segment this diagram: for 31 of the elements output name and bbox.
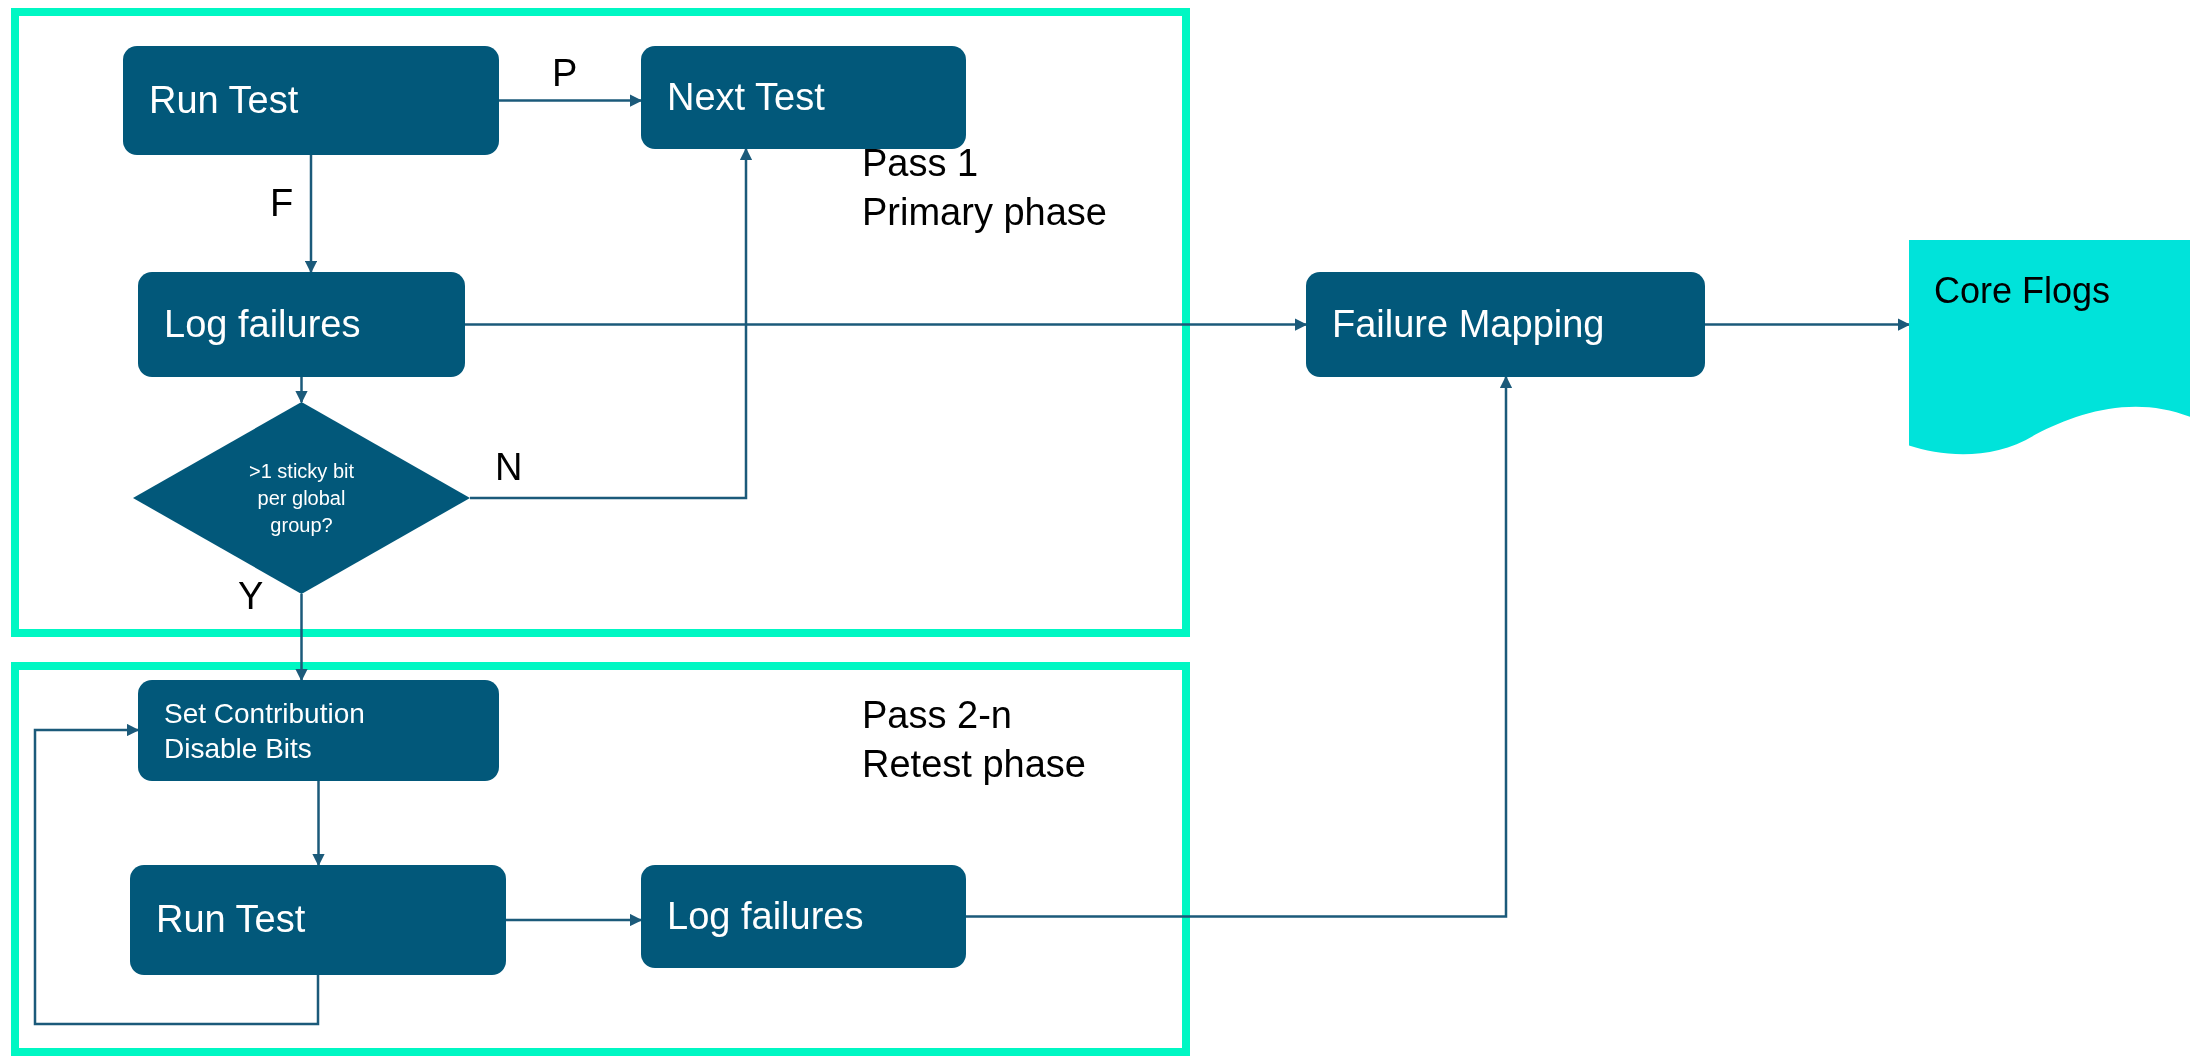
process-box — [138, 680, 499, 781]
process-box — [138, 272, 465, 377]
arrow — [295, 377, 308, 404]
process-label: Log failures — [667, 894, 864, 937]
process-box — [130, 865, 506, 975]
process-box — [641, 46, 966, 149]
process-label: Set Contribution Disable Bits — [164, 697, 365, 764]
phase-group-frame — [11, 8, 1190, 637]
arrow — [499, 94, 643, 107]
arrow — [1705, 318, 1911, 331]
process-label: Failure Mapping — [1332, 302, 1605, 345]
phase-label: Pass 2-n Retest phase — [862, 693, 1087, 788]
arrow — [470, 147, 753, 500]
process-box — [123, 46, 499, 155]
phase-label: Pass 1 Primary phase — [862, 141, 1108, 236]
arrow — [465, 318, 1308, 331]
decision-label: >1 sticky bit per global group? — [248, 459, 354, 536]
process-label: Next Test — [667, 75, 825, 118]
arrow — [33, 723, 320, 1026]
phase-group-frame — [11, 662, 1190, 1056]
document-label: Core Flogs — [1934, 270, 2111, 311]
arrow — [506, 913, 643, 927]
arrow — [966, 375, 1513, 918]
process-label: Run Test — [149, 78, 299, 121]
arrow — [295, 594, 308, 682]
arrow — [304, 155, 318, 274]
process-box — [641, 865, 966, 968]
process-label: Run Test — [156, 898, 306, 941]
process-box — [1306, 272, 1705, 377]
process-label: Log failures — [164, 302, 361, 345]
arrow — [312, 781, 325, 867]
